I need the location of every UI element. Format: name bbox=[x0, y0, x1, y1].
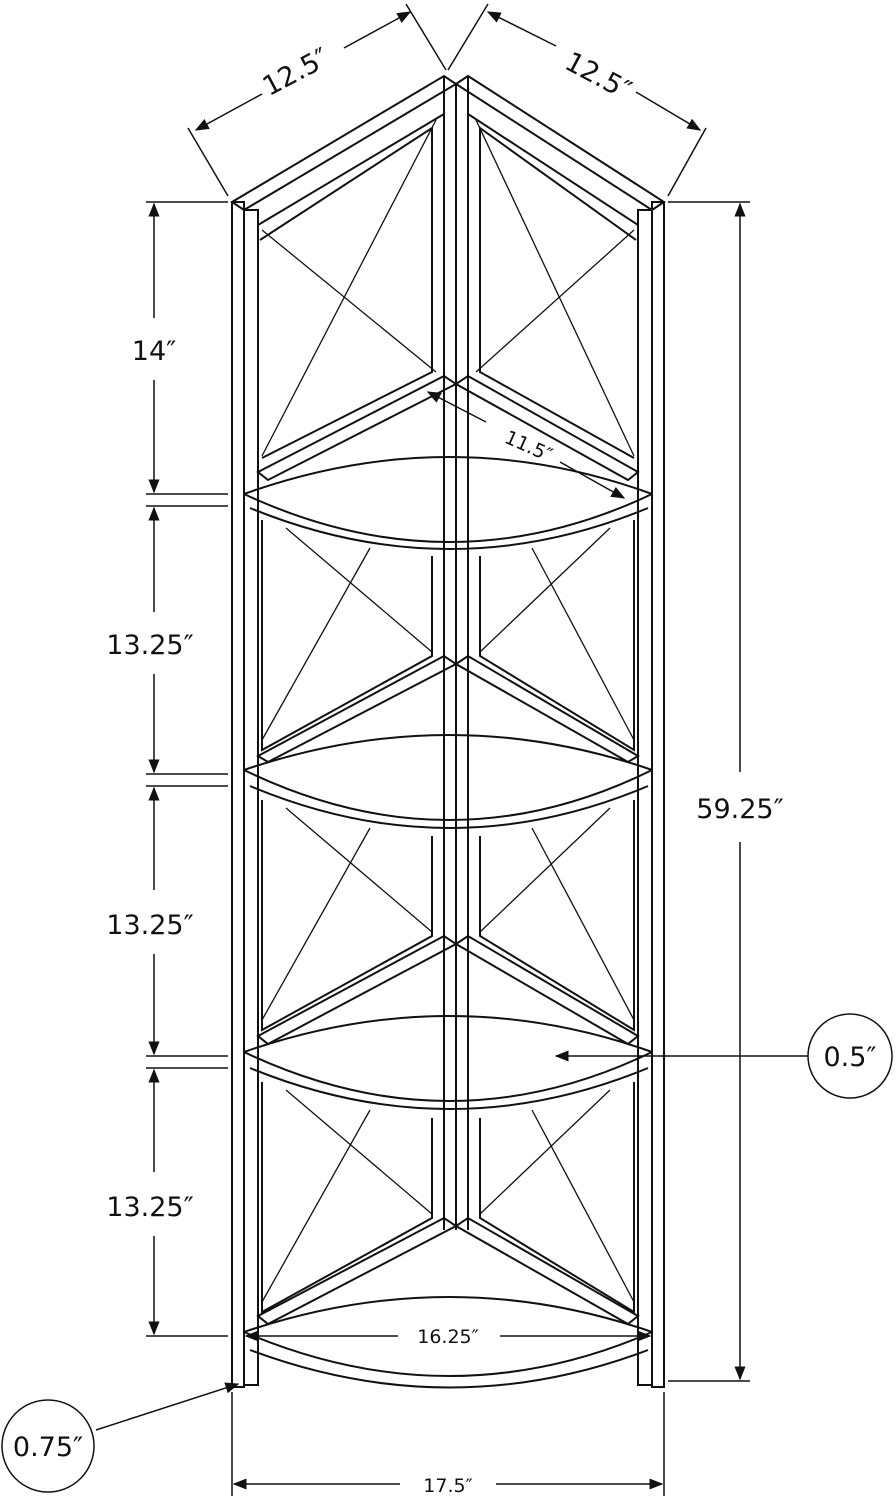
section-2-frame bbox=[255, 520, 640, 764]
shelf-thickness-label: 0.5″ bbox=[823, 1042, 876, 1073]
section-4-frame bbox=[256, 1082, 640, 1326]
shelf-1 bbox=[243, 456, 653, 550]
dimension-shelf-thickness: 0.5″ bbox=[554, 1013, 893, 1099]
section-3-frame bbox=[256, 800, 640, 1046]
shelf-4 bbox=[243, 1296, 653, 1389]
dimension-total-height: 59.25″ bbox=[668, 201, 784, 1382]
top-left-width-label: 12.5″ bbox=[258, 42, 335, 102]
gap-2-label: 13.25″ bbox=[106, 630, 193, 661]
overall-width-label: 17.5″ bbox=[423, 1475, 472, 1497]
top-frame bbox=[230, 74, 666, 212]
dimension-overall-width: 17.5″ bbox=[231, 1392, 665, 1497]
dimension-gap-4: 13.25″ bbox=[106, 1067, 228, 1337]
right-post bbox=[637, 201, 665, 1388]
shelf-unit bbox=[230, 74, 666, 1389]
post-width-label: 0.75″ bbox=[13, 1432, 83, 1463]
dimension-post-width: 0.75″ bbox=[1, 1382, 240, 1493]
dimension-inner-width: 16.25″ bbox=[244, 1326, 652, 1348]
inner-width-label: 16.25″ bbox=[417, 1326, 479, 1348]
total-height-label: 59.25″ bbox=[696, 794, 783, 825]
top-section-frame bbox=[256, 113, 640, 482]
dimension-gap-2: 13.25″ bbox=[106, 505, 228, 775]
left-post bbox=[231, 201, 259, 1388]
shelf-2 bbox=[243, 734, 653, 829]
gap-1-label: 14″ bbox=[132, 336, 176, 367]
dimension-gap-3: 13.25″ bbox=[106, 785, 228, 1057]
top-right-width-label: 12.5″ bbox=[560, 46, 637, 106]
shelf-3 bbox=[243, 1015, 653, 1110]
gap-4-label: 13.25″ bbox=[106, 1192, 193, 1223]
back-post bbox=[443, 90, 469, 1230]
gap-3-label: 13.25″ bbox=[106, 910, 193, 941]
dimension-gap-1: 14″ bbox=[132, 201, 228, 495]
dimension-top-right: 12.5″ bbox=[447, 3, 707, 197]
